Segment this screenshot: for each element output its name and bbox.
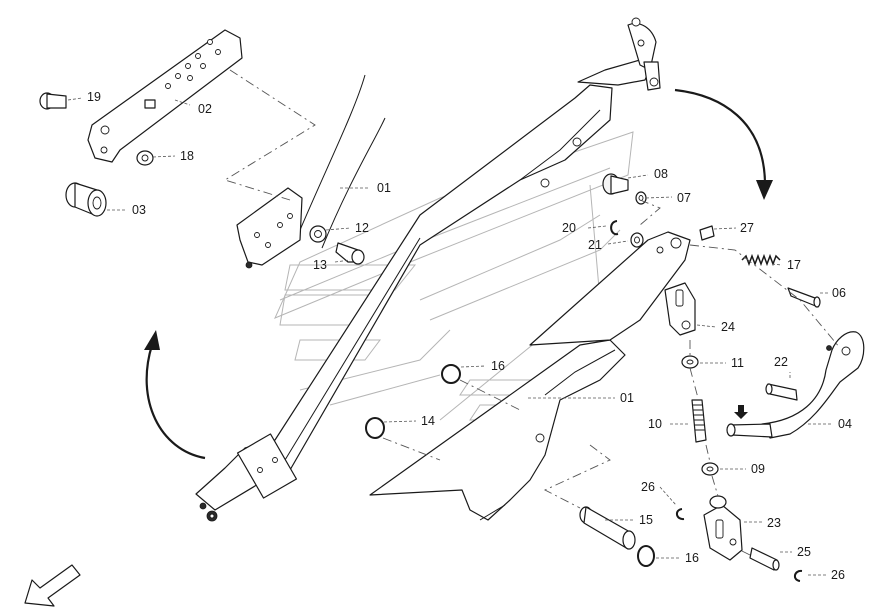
callout-24: 24 xyxy=(721,320,735,334)
screw-08 xyxy=(602,173,629,195)
ring-14 xyxy=(365,417,385,439)
threaded-rod-10 xyxy=(691,399,707,443)
callout-26-lower: 26 xyxy=(831,568,845,582)
assembly-dash-lines xyxy=(223,69,841,556)
callout-06: 06 xyxy=(832,286,846,300)
callout-19: 19 xyxy=(87,90,101,104)
clevis-24 xyxy=(664,282,696,336)
callout-14: 14 xyxy=(421,414,435,428)
callout-10: 10 xyxy=(648,417,662,431)
nut-09 xyxy=(701,462,719,476)
link-arm xyxy=(529,231,691,346)
callout-16-upper: 16 xyxy=(491,359,505,373)
washer-12 xyxy=(309,225,327,243)
washer-21 xyxy=(630,232,644,248)
callout-13: 13 xyxy=(313,258,327,272)
pin-22 xyxy=(765,383,798,401)
clip-26-lower xyxy=(794,569,803,582)
callout-22: 22 xyxy=(774,355,788,369)
callout-08: 08 xyxy=(654,167,668,181)
ring-16-lower xyxy=(637,545,655,567)
top-pedal-link xyxy=(577,17,661,91)
callout-20: 20 xyxy=(562,221,576,235)
clip-26-upper xyxy=(676,508,685,521)
bushing-03 xyxy=(65,182,107,217)
nut-11 xyxy=(681,355,699,369)
callout-02: 02 xyxy=(198,102,212,116)
callout-21: 21 xyxy=(588,238,602,252)
callout-11: 11 xyxy=(731,356,744,370)
callout-07: 07 xyxy=(677,191,691,205)
pin-06 xyxy=(787,287,821,308)
leader-lines xyxy=(67,97,832,576)
callout-04: 04 xyxy=(838,417,852,431)
frame-edge-lines xyxy=(299,74,386,249)
callout-01-lower: 01 xyxy=(620,391,634,405)
callout-27: 27 xyxy=(740,221,754,235)
clevis-23 xyxy=(703,495,743,561)
callout-17: 17 xyxy=(787,258,801,272)
callout-16-lower: 16 xyxy=(685,551,699,565)
mount-plate xyxy=(236,187,303,269)
pedal-04 xyxy=(726,331,865,439)
callout-26-upper: 26 xyxy=(641,480,655,494)
sleeve-15 xyxy=(579,506,636,550)
pin-25 xyxy=(749,547,780,571)
clip-20 xyxy=(610,220,619,236)
bolt-19 xyxy=(39,92,67,110)
callout-labels: 19 02 18 03 01 12 13 08 07 20 21 27 17 0… xyxy=(87,90,852,582)
callout-15: 15 xyxy=(639,513,653,527)
callout-12: 12 xyxy=(355,221,369,235)
washer-18 xyxy=(136,150,154,166)
callout-01-upper: 01 xyxy=(377,181,391,195)
callout-18: 18 xyxy=(180,149,194,163)
bracket-plate-02 xyxy=(87,29,243,163)
callout-25: 25 xyxy=(797,545,811,559)
ring-16-upper xyxy=(441,364,461,384)
grease-fitting-27 xyxy=(699,225,715,241)
callout-03: 03 xyxy=(132,203,146,217)
rotation-arrow-left xyxy=(144,330,206,460)
bolt-13 xyxy=(335,242,365,265)
main-frame-arm-upper xyxy=(195,84,613,522)
callout-23: 23 xyxy=(767,516,781,530)
rotation-arrow-top-right xyxy=(674,88,773,200)
down-arrow-icon xyxy=(734,405,748,419)
callout-09: 09 xyxy=(751,462,765,476)
orientation-arrow-icon xyxy=(24,564,81,607)
